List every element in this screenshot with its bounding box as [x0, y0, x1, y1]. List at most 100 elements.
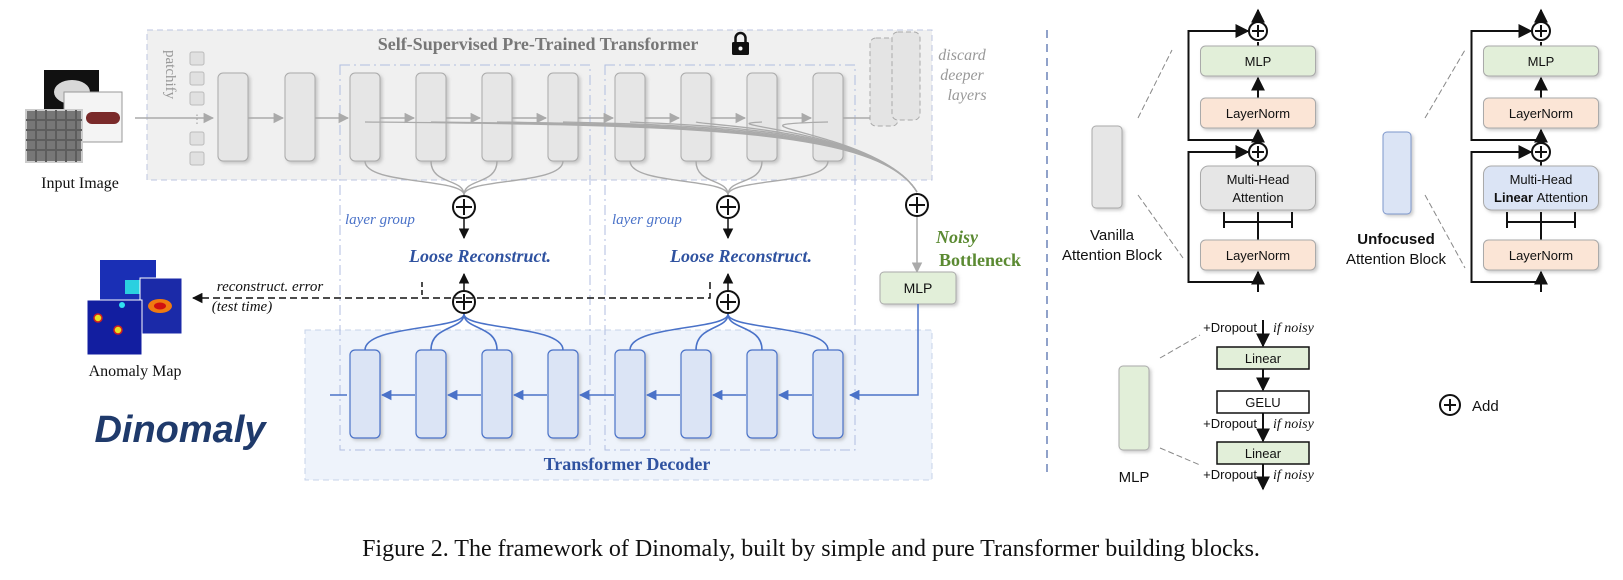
unfocused-label-line2: Attention Block [1346, 251, 1447, 268]
decoder-add-icon [716, 290, 740, 314]
figure-caption: Figure 2. The framework of Dinomaly, bui… [362, 536, 1260, 562]
multi-head-attention-box [1200, 165, 1316, 211]
residual-add-icon [1531, 142, 1551, 162]
encoder-block [680, 72, 712, 162]
group-merge-curve [463, 160, 498, 196]
decoder-merge-curve [727, 313, 763, 351]
recon-error-arrow [191, 282, 711, 304]
vanilla-label-line2: Attention Block [1062, 247, 1163, 264]
decoder-merge-curve [430, 313, 465, 351]
linear-box-1-label: Linear [1245, 351, 1282, 366]
encoder-block [547, 72, 579, 162]
qkv-arrows [1506, 212, 1576, 228]
dinomaly-logo: Dinomaly [94, 409, 267, 451]
gelu-box-label: GELU [1245, 395, 1280, 410]
discard-line1: discard [938, 47, 986, 64]
input-image-label: Input Image [41, 175, 119, 192]
encoder-block [481, 72, 513, 162]
layer-group-label-1: layer group [345, 212, 415, 228]
residual-path-attention [1187, 145, 1258, 283]
vanilla-zoom-line-bottom [1137, 194, 1184, 259]
decoder-block [415, 349, 447, 439]
decoder-add-icon [452, 290, 476, 314]
layernorm-box [1200, 239, 1316, 271]
bottleneck-mlp-label: MLP [904, 280, 933, 296]
encoder-block [349, 72, 381, 162]
decoder-merge-curve [695, 313, 729, 351]
mha-label-line2: Linear Attention [1494, 190, 1588, 205]
decoder-block [481, 349, 513, 439]
bottleneck-to-decoder-arrow [848, 304, 919, 401]
vanilla-label-line1: Vanilla [1090, 227, 1135, 244]
encoder-panel [146, 29, 933, 181]
encoder-block [217, 72, 249, 162]
group-merge-curve [727, 160, 829, 196]
qkv-arrows [1223, 212, 1293, 228]
mha-label-line1: Multi-Head [1510, 172, 1573, 187]
group-add-icon [716, 195, 740, 219]
discard-line2: deeper [940, 67, 984, 84]
layernorm-box-label: LayerNorm [1226, 248, 1290, 263]
bottleneck-add-icon [905, 193, 929, 217]
mlp-box [1483, 45, 1599, 77]
layernorm-box [1483, 97, 1599, 129]
residual-path-attention [1470, 145, 1541, 283]
mlp-bottom-dropout: +Dropout [1203, 467, 1257, 482]
encoder-to-bottleneck-curves [364, 121, 918, 193]
noisy-label: Noisy [935, 227, 979, 247]
decoder-merge-curve [463, 313, 498, 351]
group-add-icon [452, 195, 476, 219]
decoder-block [614, 349, 646, 439]
legend-add-label: Add [1472, 398, 1499, 415]
mlp-box [1200, 45, 1316, 77]
vanilla-zoom-line-top [1137, 49, 1173, 119]
encoder-title: Self-Supervised Pre-Trained Transformer [378, 34, 699, 54]
group-merge-curve [727, 160, 763, 196]
vanilla-block-icon [1091, 125, 1123, 209]
mha-label-line2: Attention [1232, 190, 1283, 205]
decoder-block [680, 349, 712, 439]
mlp-mid-if-noisy: if noisy [1273, 417, 1315, 432]
layernorm-box [1200, 97, 1316, 129]
group-merge-curve [364, 160, 465, 196]
group-merge-curve [629, 160, 729, 196]
layer-group-2-region [604, 64, 856, 451]
mlp-detail-label: MLP [1119, 469, 1150, 486]
decoder-merge-curve [727, 313, 829, 351]
layernorm-box [1483, 239, 1599, 271]
mlp-zoom-line-bottom [1159, 447, 1201, 466]
residual-path-mlp [1187, 24, 1258, 141]
mlp-box-label: MLP [1528, 54, 1555, 69]
encoder-block [746, 72, 778, 162]
residual-add-icon [1248, 21, 1268, 41]
mha-label-line1: Multi-Head [1227, 172, 1290, 187]
lock-icon [732, 31, 749, 55]
decoder-merge-curve [364, 313, 465, 351]
mlp-block-icon [1118, 365, 1150, 451]
multi-head-attention-box [1483, 165, 1599, 211]
layernorm-box-label: LayerNorm [1509, 248, 1573, 263]
anomaly-map-stack [86, 260, 183, 356]
group-merge-curve [695, 160, 729, 196]
decoder-block [547, 349, 579, 439]
mlp-zoom-line-top [1159, 334, 1201, 359]
decoder-merge-curve [629, 313, 729, 351]
anomaly-map-label: Anomaly Map [89, 363, 182, 380]
layernorm-box-label: LayerNorm [1509, 106, 1573, 121]
bottleneck-curve [782, 121, 918, 193]
group-merge-curve [463, 160, 564, 196]
unfocused-block-icon [1382, 131, 1412, 215]
patch-tokens [189, 51, 205, 166]
encoder-block [415, 72, 447, 162]
decoder-block [349, 349, 381, 439]
discarded-layers [869, 31, 921, 127]
mlp-top-dropout: +Dropout [1203, 320, 1257, 335]
group-merge-curve [430, 160, 465, 196]
loose-reconstruct-label-1: Loose Reconstruct. [408, 246, 551, 266]
recon-error-label: reconstruct. error [217, 279, 324, 295]
residual-path-mlp [1470, 24, 1541, 141]
layer-group-1-region [339, 64, 591, 451]
mlp-mid-dropout: +Dropout [1203, 416, 1257, 431]
